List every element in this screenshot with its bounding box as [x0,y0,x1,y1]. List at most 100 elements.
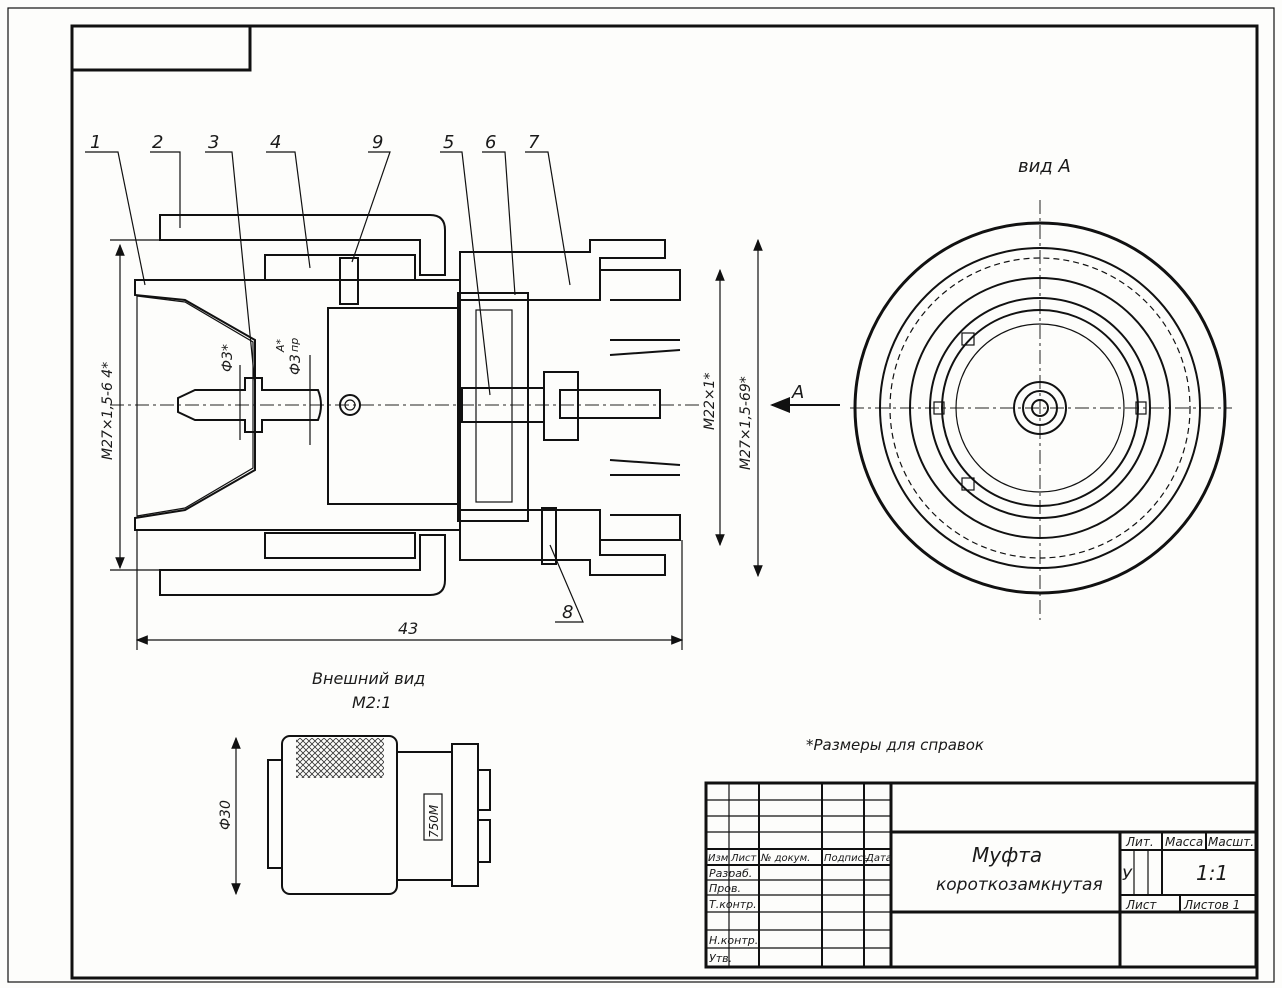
tb-sheet-label: Лист [1125,898,1157,912]
part-2-nut-bottom [159,534,446,596]
set-screw-hole [339,394,361,416]
tb-header-sign: Подпись [824,853,869,864]
part-8-pin [541,507,557,565]
ext-contacts-bottom [477,819,491,863]
part-2-nut-top [159,214,446,276]
leader-5 [440,151,491,396]
callout-6: 6 [485,132,496,153]
body-bore [327,307,459,505]
callout-1: 1 [90,132,101,153]
ext-contacts-top [477,769,491,811]
leader-1 [85,151,146,286]
dim-fit-bottom: пр [288,338,301,352]
dim-length: 43 [398,619,418,638]
circle-6 [941,309,1139,507]
slot-right [1135,401,1147,415]
part-3-pin [177,377,322,433]
part-7-sleeve-bottom [459,509,666,576]
leader-3 [205,151,256,386]
title-block-frame [704,781,1258,969]
corner-box [70,24,252,72]
ext-stamp-box [423,793,443,841]
part-7-sleeve-top [459,239,666,301]
circle-7 [955,323,1125,493]
dim-m27-left: М27×1,5-6 4* [100,362,116,460]
tb-lit-label: Лит. [1125,835,1154,849]
slot-left [933,401,945,415]
title-block: Изм Лист № докум. Подпись Дата Разраб. П… [704,781,1258,969]
part-1-body [134,279,461,531]
circle-3 [889,257,1191,559]
insert-inner [475,309,513,503]
hub-inner [1031,399,1049,417]
hub-mid [1022,390,1058,426]
part-9-pin [339,257,359,305]
reference-note: *Размеры для справок [806,736,984,754]
part-4-ring-bottom [264,532,416,559]
ext-knurl-band [296,738,384,778]
tb-sheets-label: Листов 1 [1183,898,1240,912]
dim-phi3-fit: Ф3 [288,354,304,375]
tb-header-date: Дата [865,853,892,864]
callout-3: 3 [208,132,219,153]
body-cavity [136,295,254,517]
callout-7: 7 [528,132,540,153]
drawing-frame [70,24,1259,980]
callout-2: 2 [152,132,163,153]
tb-role-prov: Пров. [709,882,741,895]
plunger [559,389,661,419]
tb-name-line2: короткозамкнутая [936,875,1103,895]
callout-8: 8 [562,602,573,623]
ext-collar [451,743,479,887]
callout-4: 4 [270,132,281,153]
view-a: вид А [850,156,1232,620]
tb-role-utv: Утв. [709,952,732,965]
dim-phi3: Ф3* [220,344,236,372]
leader-7 [525,151,571,286]
circle-5 [929,297,1151,519]
tb-header-list: Лист [730,853,758,864]
leader-6 [482,151,516,296]
ext-stamp: 750М [427,804,441,838]
tb-lit-value: У [1122,865,1133,884]
slot-bottom [961,477,975,491]
circle-4 [909,277,1171,539]
circle-2 [879,247,1201,569]
external-view-scale: М2:1 [352,693,392,712]
set-screw-hole-inner [344,399,356,411]
callout-5: 5 [443,132,454,153]
tb-role-tkontr: Т.контр. [709,898,757,911]
tb-role-nkontr: Н.контр. [709,934,758,947]
contact-fingers [600,269,681,541]
ext-dim-diameter: Ф30 [218,800,234,830]
view-a-label: вид А [1018,156,1071,177]
tb-header-izm: Изм [708,853,729,864]
tb-scale-label: Масшт. [1208,835,1254,849]
tb-scale-value: 1:1 [1196,861,1228,885]
hub-outer [1013,381,1067,435]
dim-m22: М22×1* [702,372,718,430]
tb-header-doc: № докум. [760,853,810,864]
dim-m27-right: М27×1,5-69* [738,376,754,470]
leader-4 [266,151,311,269]
section-view: 1 2 3 4 9 5 6 7 8 М27×1,5-6 4* Ф3* Ф3 А*… [85,132,840,650]
external-view: Внешний вид М2:1 Ф30 750М [218,669,491,896]
ext-body-rim [267,759,283,869]
part-5-head [543,371,579,441]
leader-8 [549,544,584,623]
part-6-insert [457,292,529,522]
callout-9: 9 [372,132,383,153]
outer-border [7,7,1275,983]
view-a-arrow-label: А [791,382,804,403]
leader-9 [351,151,391,263]
leader-lines [85,151,584,623]
external-view-title: Внешний вид [312,669,425,688]
dim-fit-top: А* [274,338,287,353]
leader-2 [150,151,181,228]
tb-role-razrab: Разраб. [709,867,752,880]
outer-circle [853,221,1227,595]
slot-top [961,332,975,346]
tb-name-line1: Муфта [972,843,1042,867]
tb-mass-label: Масса [1165,835,1203,849]
